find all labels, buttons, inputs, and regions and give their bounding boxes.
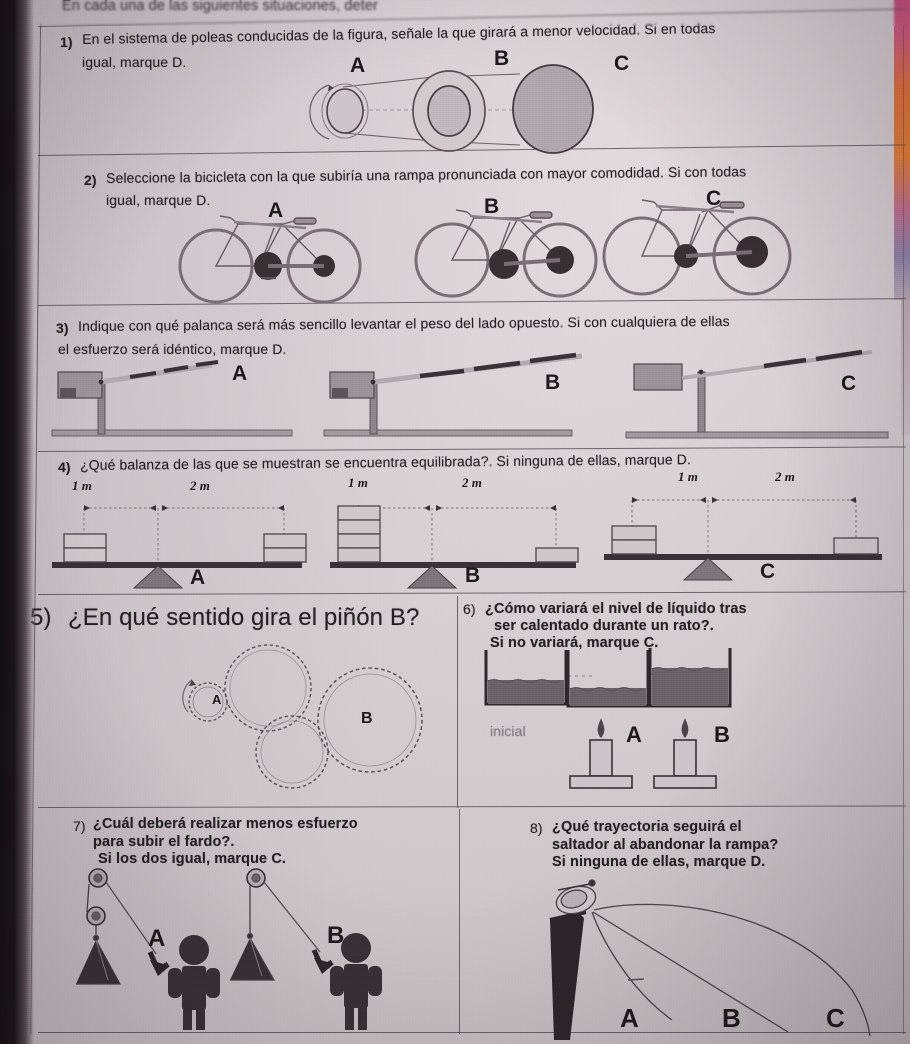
q3-option-label-c: C [841, 372, 857, 395]
rule-q7-q8-divider [459, 809, 460, 1034]
q3-number: 3) [56, 320, 69, 336]
q4-balance-b [330, 505, 579, 589]
q6-number: 6) [463, 601, 476, 617]
q1-pulley-figure [309, 64, 594, 154]
q4-option-label-c: C [760, 560, 776, 583]
q2-option-label-b: B [484, 195, 500, 218]
q5-gear-train-figure [182, 644, 423, 789]
q8-line1: ¿Qué trayectoria seguirá el [552, 819, 742, 835]
q6-option-label-a: A [626, 722, 642, 747]
q4-dim-c-left: 1 m [678, 469, 698, 484]
rule-q5-q6-divider [457, 596, 458, 808]
rule-right-margin [903, 24, 904, 1034]
q1-option-label-b: B [494, 47, 510, 70]
q7-option-label-a: A [148, 925, 166, 952]
q4-balance-a [52, 505, 307, 589]
q2-option-label-a: A [268, 199, 284, 222]
q3-lever-b [323, 352, 583, 437]
q8-option-label-a: A [620, 1003, 639, 1033]
q8-line3: Si ninguna de ellas, marque D. [552, 854, 766, 870]
q3-option-label-a: A [232, 362, 248, 385]
q3-lever-a [51, 360, 293, 437]
q2-number: 2) [84, 172, 97, 188]
q4-line1: ¿Qué balanza de las que se muestran se e… [80, 451, 692, 473]
q6-line2: ser calentado durante un rato?. [494, 618, 714, 634]
q8-line2: saltador al abandonar la rampa? [552, 837, 779, 853]
q7-line2: para subir el fardo?. [93, 834, 235, 850]
q4-dim-c-right: 2 m [775, 469, 795, 484]
q3-lever-c [625, 349, 889, 439]
q4-dim-a-right: 2 m [190, 478, 210, 493]
q2-line1: Seleccione la bicicleta con la que subir… [106, 163, 747, 186]
q3-option-label-b: B [545, 371, 561, 394]
q5-line1: ¿En qué sentido gira el piñón B? [68, 604, 420, 631]
photo-right-edge-decoration [894, 0, 910, 300]
q4-dim-a-left: 1 m [72, 478, 92, 493]
q4-dim-b-left: 1 m [348, 475, 368, 490]
rule-q5-bottom [37, 805, 906, 808]
q2-bicycle-c [602, 199, 792, 296]
q4-option-label-b: B [465, 564, 481, 587]
q1-line2: igual, marque D. [82, 54, 187, 70]
q7-option-label-b: B [327, 922, 345, 949]
q6-line1: ¿Cómo variará el nivel de líquido tras [485, 601, 747, 617]
q2-option-label-c: C [706, 187, 722, 210]
q3-line2: el esfuerzo será idéntico, marque D. [58, 341, 287, 357]
photo-left-shadow [0, 0, 34, 1044]
q7-line3: Si los dos igual, marque C. [98, 851, 287, 867]
q8-ski-jump-figure [549, 879, 871, 1040]
q2-bicycle-a [178, 215, 362, 304]
q1-option-label-a: A [350, 54, 366, 77]
q2-line2: igual, marque D. [106, 192, 211, 208]
q1-number: 1) [60, 34, 73, 50]
q6-initial-label: inicial [490, 723, 526, 739]
q3-line1: Indique con qué palanca será más sencill… [78, 312, 730, 334]
q4-option-label-a: A [190, 566, 206, 589]
q6-line3: Si no variará, marque C. [490, 635, 659, 651]
q2-bicycle-b [414, 209, 598, 298]
rule-bottom [38, 1032, 906, 1033]
q5-gear-label-b: B [361, 710, 373, 727]
photo-right-edge-decoration-lower [901, 295, 910, 435]
q7-setup-a [76, 868, 220, 1030]
q4-number: 4) [58, 459, 71, 475]
q7-setup-b [230, 868, 382, 1030]
q5-number: 5) [30, 604, 52, 631]
q7-number: 7) [73, 818, 86, 834]
q6-option-label-b: B [714, 722, 730, 747]
q8-option-label-c: C [826, 1003, 845, 1033]
q7-line1: ¿Cuál deberá realizar menos esfuerzo [93, 816, 358, 832]
q6-heated-beakers-figure [484, 648, 732, 789]
rule-q4-bottom [37, 591, 906, 595]
q5-gear-label-a: A [212, 692, 222, 707]
q1-option-label-c: C [614, 52, 630, 75]
q8-option-label-b: B [722, 1003, 741, 1033]
rule-q2-bottom [37, 298, 906, 306]
q8-number: 8) [530, 820, 543, 836]
q4-balance-c [604, 497, 882, 581]
q4-dim-b-right: 2 m [462, 475, 482, 490]
